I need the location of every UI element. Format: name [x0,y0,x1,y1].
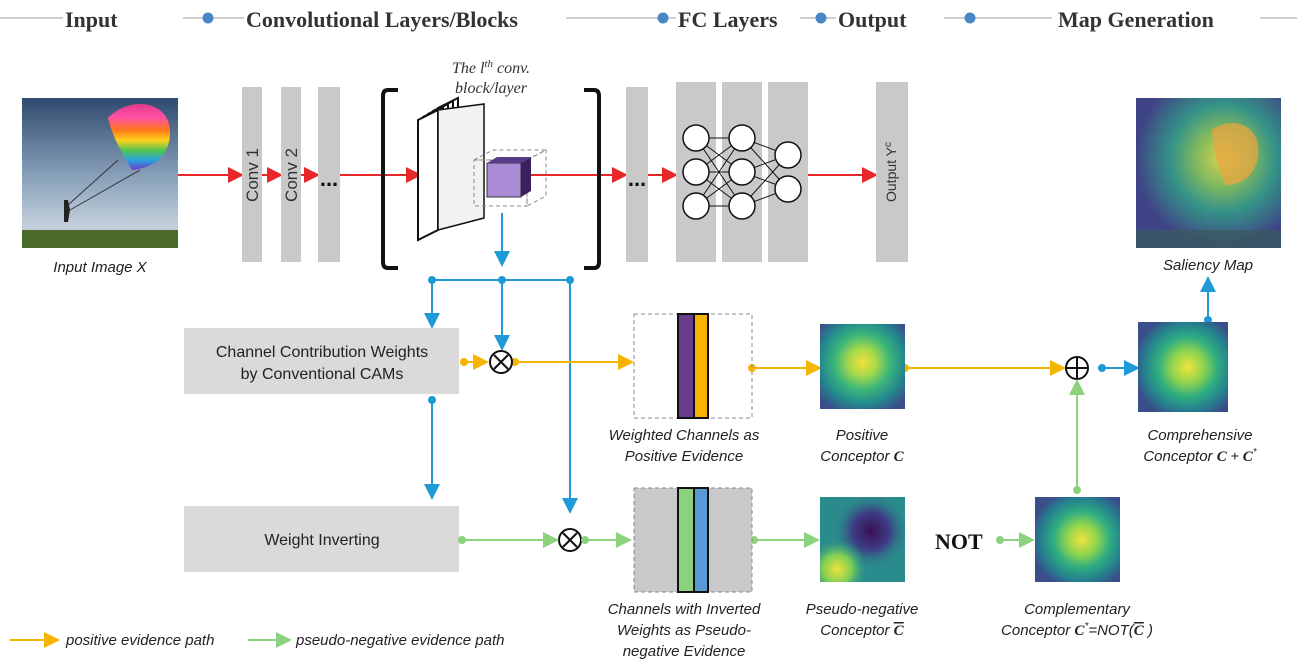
weight-inverting-box: Weight Inverting [184,506,459,572]
feature-map-stack [417,96,485,242]
svg-text:Channel Contribution Weights: Channel Contribution Weights [216,344,428,361]
positive-conceptor-map [820,324,905,409]
comprehensive-conceptor-map [1138,322,1228,412]
conv2-label: Conv 2 [282,148,301,202]
header-input: Input [65,7,118,32]
post-ellipsis: ... [628,166,646,191]
positive-conceptor-caption: Conceptor C [820,448,904,465]
block-title-line1: The lth conv. [452,58,530,77]
inverted-channels-caption: Channels with Inverted [608,601,761,618]
inverted-channels-caption: negative Evidence [623,643,746,660]
cam-weights-box: Channel Contribution Weights by Conventi… [184,328,459,394]
header-dot [815,12,827,24]
header-dot [202,12,214,24]
inverted-channels [633,487,753,593]
header-map: Map Generation [1058,7,1214,32]
block-bracket-right [584,88,601,270]
output-layer [876,82,908,262]
complementary-conceptor-map [1035,497,1120,582]
pseudo-negative-map [820,497,905,582]
comprehensive-caption: Comprehensive [1147,427,1252,444]
header-dot [657,12,669,24]
multiply-icon [489,350,513,374]
not-operator: NOT [935,529,983,554]
complementary-caption: Complementary [1024,601,1131,618]
conv2-layer [281,87,301,262]
saliency-caption: Saliency Map [1163,257,1253,274]
block-title-line2: block/layer [455,80,528,97]
header: Input Convolutional Layers/Blocks FC Lay… [0,6,1297,32]
plus-icon [1065,356,1089,380]
conv-ellipsis-layer [318,87,340,262]
input-image-caption: Input Image X [53,259,147,276]
saliency-map [1136,98,1281,248]
legend-positive: positive evidence path [65,632,214,649]
pseudo-negative-caption: Pseudo-negative [806,601,919,618]
pseudo-negative-caption: Conceptor C [820,622,904,639]
header-fc: FC Layers [678,7,778,32]
inverted-channels-caption: Weights as Pseudo- [617,622,751,639]
weighted-channels-caption: Positive Evidence [625,448,743,465]
svg-text:by Conventional CAMs: by Conventional CAMs [241,366,404,383]
output-label: Output Yc [883,142,899,202]
weighted-channels-caption: Weighted Channels as [609,427,760,444]
legend-negative: pseudo-negative evidence path [295,632,505,649]
svg-text:Weight Inverting: Weight Inverting [264,532,379,549]
fc-layers [676,82,808,262]
block-bracket-left [381,88,398,270]
header-dot [964,12,976,24]
selected-channel-cube [473,149,547,207]
comprehensive-caption: Conceptor C + C* [1143,447,1257,465]
input-image [22,98,178,248]
legend: positive evidence path pseudo-negative e… [10,632,505,649]
weighted-channels-positive [633,313,753,419]
conv1-label: Conv 1 [243,148,262,202]
header-output: Output [838,7,907,32]
complementary-caption: Conceptor C*=NOT(C ) [1001,621,1153,639]
positive-conceptor-caption: Positive [836,427,889,444]
post-ellipsis-layer [626,87,648,262]
multiply-icon [558,528,582,552]
conv1-layer [242,87,262,262]
header-conv: Convolutional Layers/Blocks [246,7,518,32]
conv-ellipsis: ... [320,166,338,191]
